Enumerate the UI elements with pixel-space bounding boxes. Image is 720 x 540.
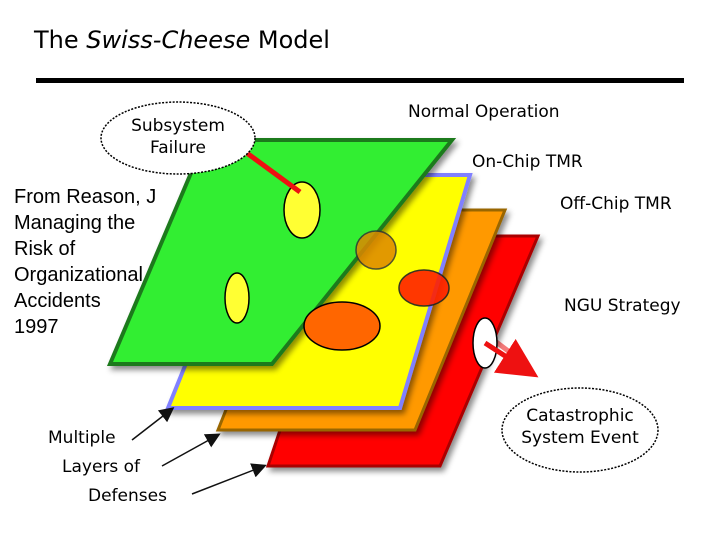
multiple-layers-line-1: Multiple [48,428,116,448]
source-citation: From Reason, J Managing the Risk of Orga… [14,186,157,338]
subsystem-failure-bubble-outline [100,101,256,175]
layers-arrow-3 [191,463,267,495]
hole-red [398,269,450,307]
label-ngu-strategy: NGU Strategy [564,296,681,316]
label-normal-operation: Normal Operation [408,102,560,122]
multiple-layers-label: Multiple Layers of Defenses [30,424,190,511]
label-on-chip-tmr: On-Chip TMR [472,152,583,172]
failure-path-start [238,145,302,195]
layers-arrow-1 [131,407,175,441]
layer-normal-operation [106,138,457,366]
label-off-chip-tmr: Off-Chip TMR [560,194,672,214]
slide-title: The Swiss-Cheese Model [34,26,330,54]
multiple-layers-line-3: Defenses [88,486,167,506]
multiple-layers-line-2: Layers of [62,457,141,477]
catastrophic-event-bubble-outline [501,387,659,473]
hole-orange-dim [355,230,397,270]
title-underline [36,78,684,83]
hole-yellow-upper [283,181,321,239]
layers-arrow-2 [161,433,221,467]
subsystem-failure-label: Subsystem Failure [131,116,225,158]
failure-path-end [483,338,539,378]
hole-orange-center [303,301,381,351]
hole-yellow-lower [224,272,250,324]
catastrophic-event-label: Catastrophic System Event [521,406,639,448]
